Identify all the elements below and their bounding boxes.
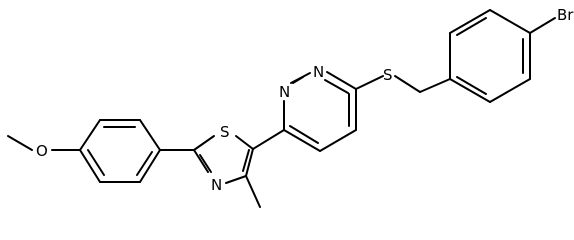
methoxy-oxygen-atom-label: O bbox=[36, 142, 48, 160]
pyridazine-thiazole-bond bbox=[252, 129, 285, 150]
ring-ch2-bond bbox=[419, 78, 451, 93]
thioether-sulfur-atom-label: S bbox=[383, 66, 393, 84]
thiazole-ring bbox=[193, 135, 254, 184]
pyridazine-nitrogen-1-label: N bbox=[313, 63, 324, 81]
c-br-bond bbox=[529, 17, 556, 34]
o-methyl-bond bbox=[7, 135, 33, 151]
chemical-structure-diagram: Br S N N S N O bbox=[7, 6, 574, 208]
bromine-atom-label: Br bbox=[557, 6, 574, 24]
pyridazine-ring bbox=[283, 71, 357, 152]
ch2-s-bond bbox=[394, 75, 421, 93]
pyridazine-nitrogen-2-label: N bbox=[279, 83, 290, 101]
thiazole-nitrogen-atom-label: N bbox=[211, 176, 222, 194]
bromophenyl-ring bbox=[449, 9, 531, 103]
methoxyphenyl-ring bbox=[79, 119, 161, 183]
thiazole-sulfur-atom-label: S bbox=[220, 123, 230, 141]
n-n-bond bbox=[292, 76, 304, 84]
methyl-bond bbox=[245, 175, 261, 208]
s-pyridazine-bond bbox=[355, 75, 384, 90]
